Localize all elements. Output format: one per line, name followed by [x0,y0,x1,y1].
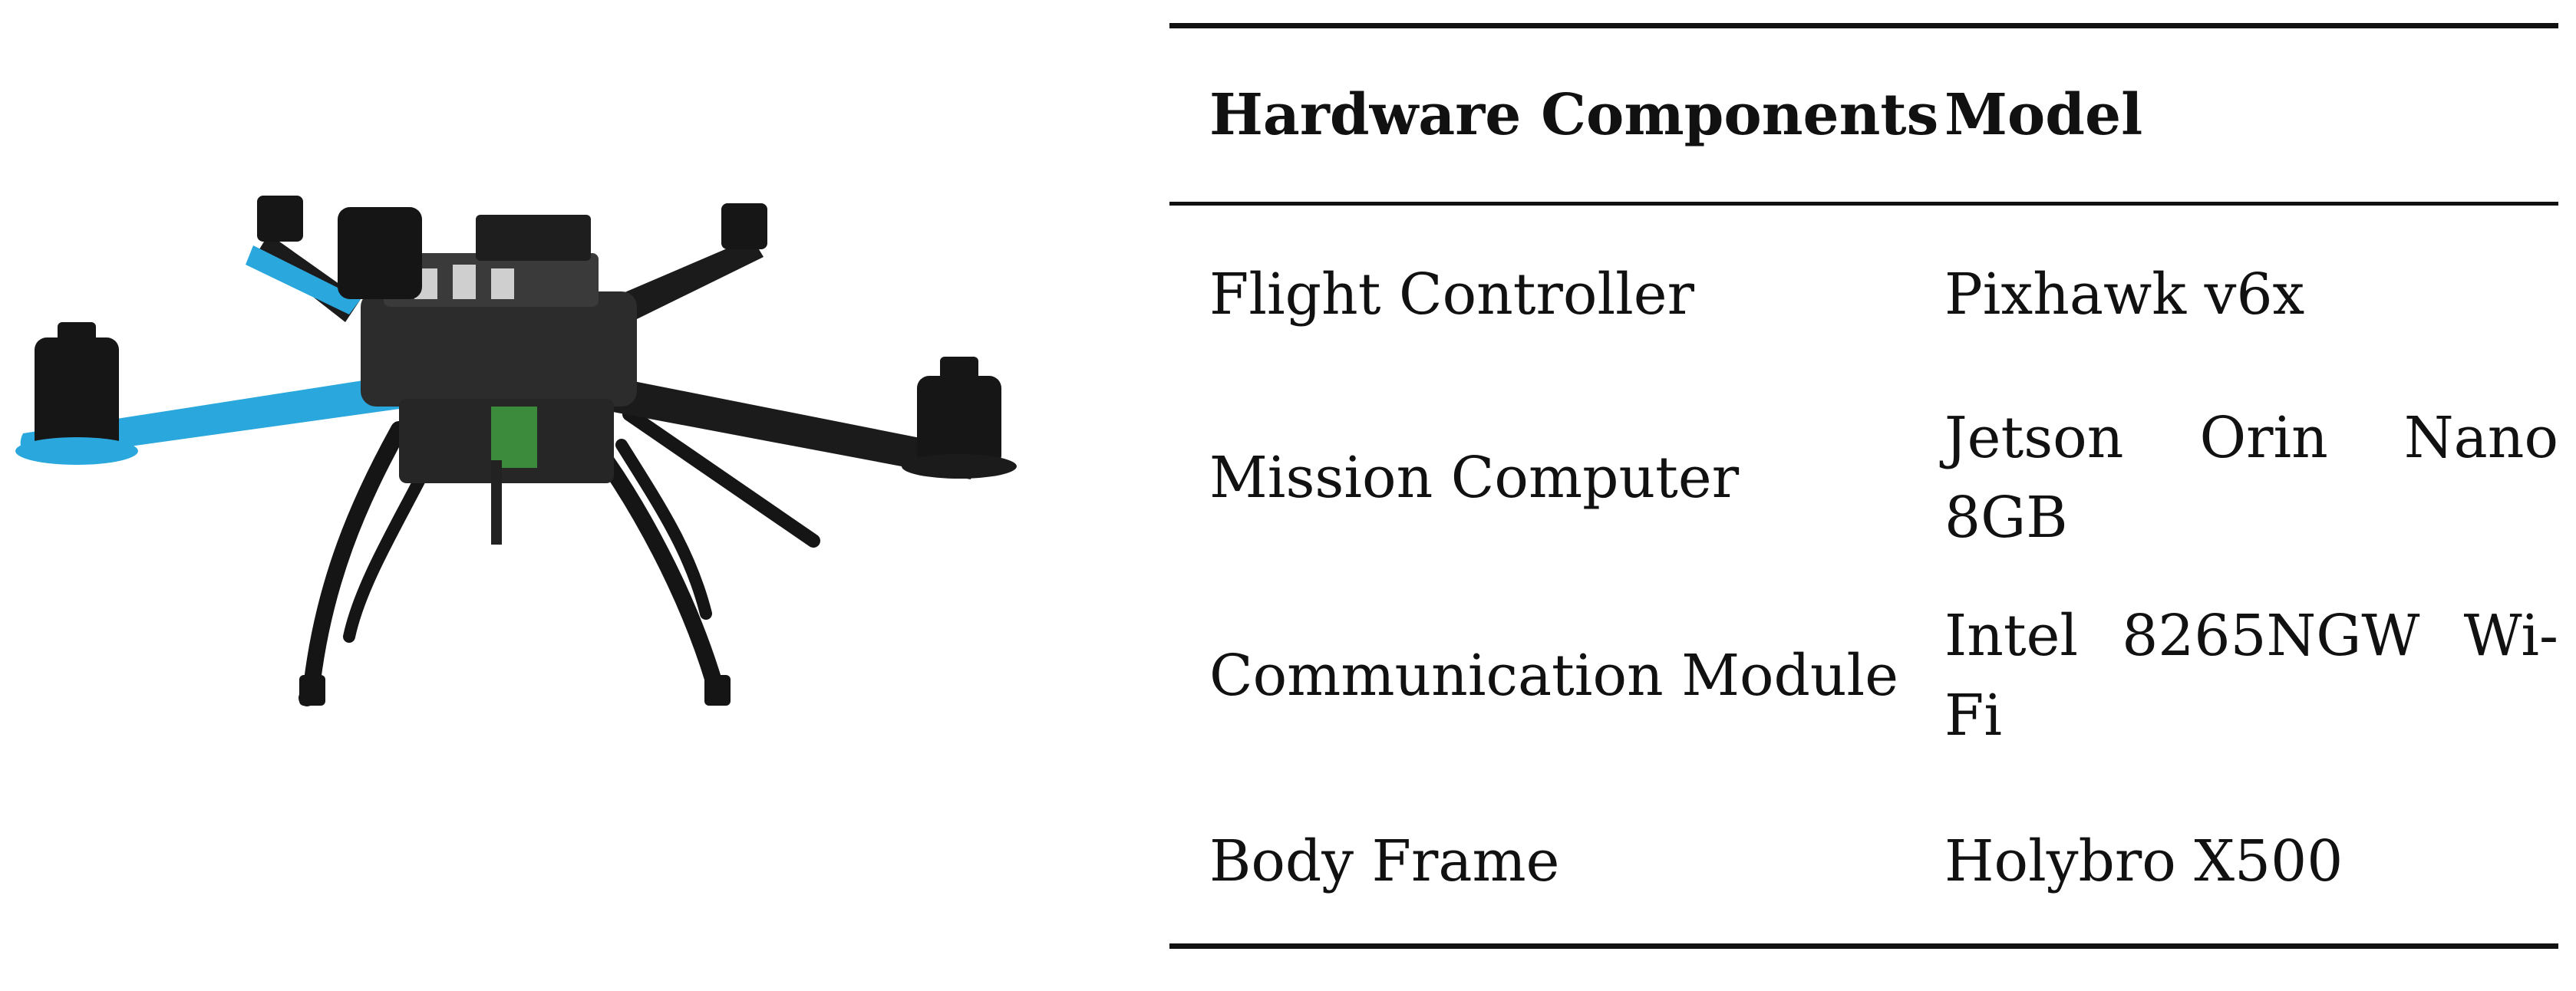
center-body [338,207,637,545]
motors [35,196,1001,468]
component-cell: Mission Computer [1209,444,1740,511]
model-cell: Jetson Orin Nano 8GB [1944,404,2558,551]
drone-photo [0,0,1074,991]
motor-bases-black [902,454,1017,479]
table-row: Mission Computer Jetson Orin Nano 8GB [1169,384,2558,572]
component-cell: Flight Controller [1209,261,1694,328]
model-cell: Holybro X500 [1944,828,2343,894]
model-cell: Pixhawk v6x [1944,261,2305,328]
drone-illustration [15,196,1017,706]
foot-right [704,675,731,706]
table-header-row: Hardware Components Model [1169,25,2558,204]
header-hardware-components: Hardware Components [1209,82,1939,148]
header-model: Model [1944,82,2143,148]
component-cell: Body Frame [1209,828,1560,894]
table-row: Flight Controller Pixhawk v6x [1169,204,2558,384]
hardware-table: Hardware Components Model Flight Control… [1169,23,2558,949]
motor-bases-blue [15,437,138,465]
model-cell: Intel 8265NGW Wi-Fi [1944,602,2558,749]
component-cell: Communication Module [1209,642,1899,709]
hardware-table-container: Hardware Components Model Flight Control… [1169,23,2558,949]
foot-left [299,675,325,706]
table-row: Communication Module Intel 8265NGW Wi-Fi [1169,572,2558,779]
table-row: Body Frame Holybro X500 [1169,779,2558,947]
